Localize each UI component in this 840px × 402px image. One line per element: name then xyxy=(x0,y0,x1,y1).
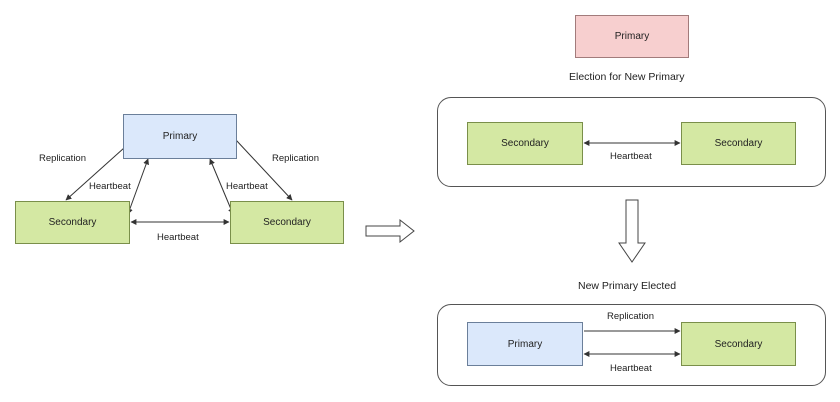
heartbeat-label-right: Heartbeat xyxy=(226,181,268,192)
replication-arrow-left xyxy=(65,147,125,201)
new-replication-label: Replication xyxy=(607,311,654,322)
primary-node: Primary xyxy=(123,114,237,159)
heartbeat-label-left: Heartbeat xyxy=(89,181,131,192)
primary-node-label: Primary xyxy=(162,131,198,142)
election-group xyxy=(437,97,826,187)
elected-group xyxy=(437,304,826,386)
heartbeat-arrow-left xyxy=(127,158,149,215)
elected-caption: New Primary Elected xyxy=(578,280,677,292)
election-heartbeat-label: Heartbeat xyxy=(610,151,652,162)
new-primary-node-label: Primary xyxy=(507,338,543,350)
secondary-node-left-label: Secondary xyxy=(48,217,97,228)
new-secondary-node-label: Secondary xyxy=(714,338,763,350)
down-arrow xyxy=(618,199,646,263)
election-secondary-left-label: Secondary xyxy=(501,138,549,149)
heartbeat-arrow-right xyxy=(209,158,234,215)
new-primary-node: Primary xyxy=(467,322,583,366)
failed-primary-node: Primary xyxy=(575,15,689,58)
replication-label-left: Replication xyxy=(39,153,86,164)
heartbeat-label-bottom: Heartbeat xyxy=(157,232,199,243)
election-secondary-right: Secondary xyxy=(681,122,796,165)
election-secondary-right-label: Secondary xyxy=(714,138,763,149)
replication-arrow-right xyxy=(235,139,293,201)
election-secondary-left: Secondary xyxy=(467,122,583,165)
replication-label-right: Replication xyxy=(272,153,319,164)
transition-arrow xyxy=(365,218,415,244)
secondary-node-left: Secondary xyxy=(15,201,130,244)
election-caption: Election for New Primary xyxy=(569,71,685,83)
secondary-node-right-label: Secondary xyxy=(263,217,311,228)
secondary-node-right: Secondary xyxy=(230,201,344,244)
new-secondary-node: Secondary xyxy=(681,322,796,366)
failed-primary-node-label: Primary xyxy=(614,31,650,42)
new-heartbeat-label: Heartbeat xyxy=(610,363,652,374)
